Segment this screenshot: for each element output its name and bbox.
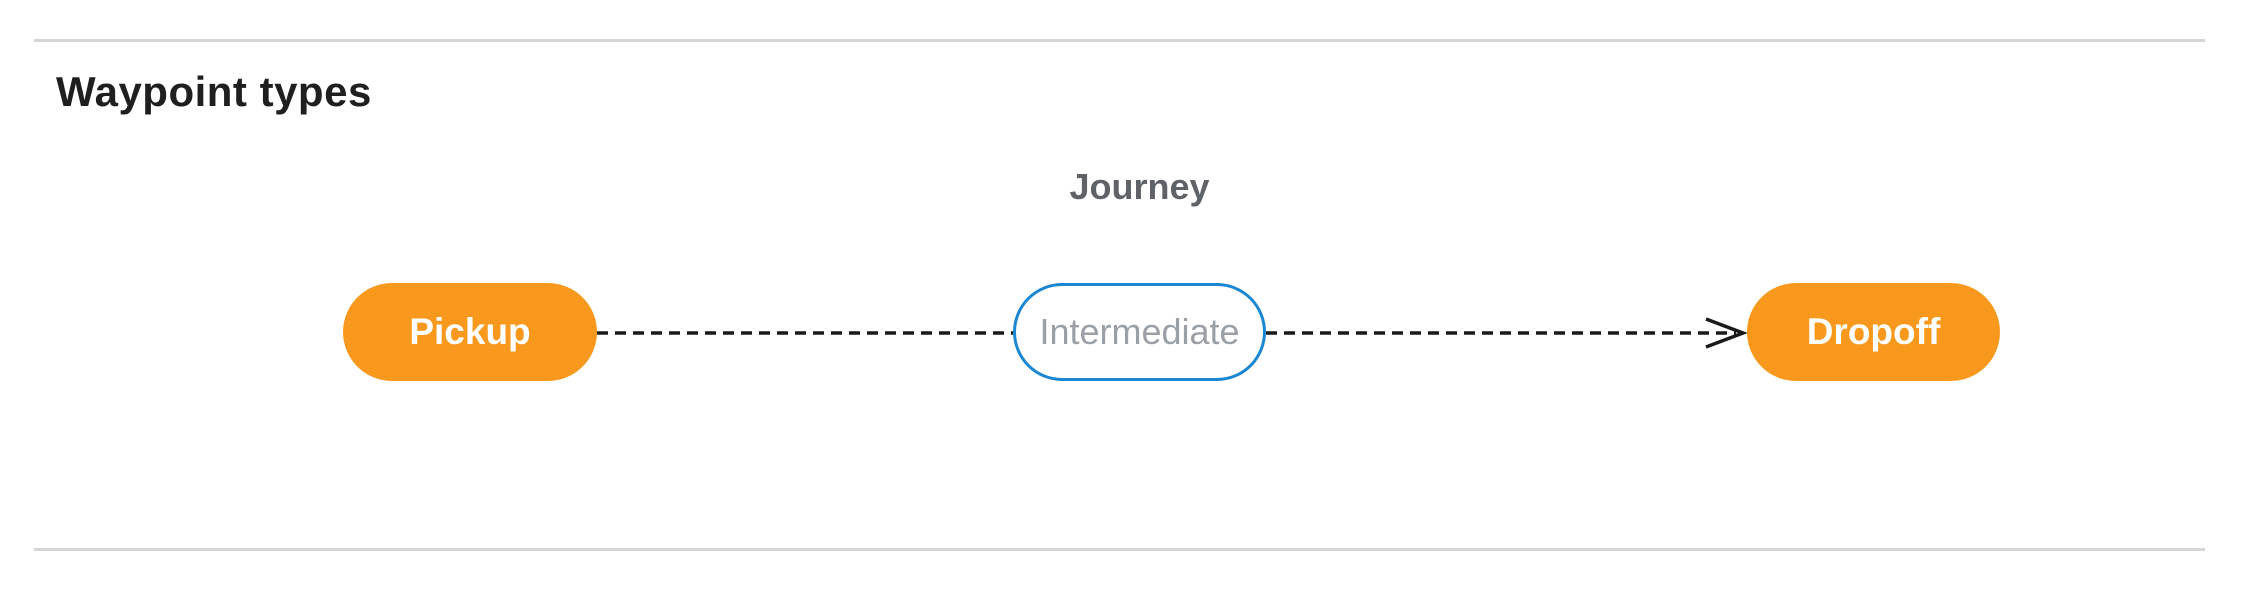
top-divider xyxy=(34,39,2205,42)
node-dropoff: Dropoff xyxy=(1747,283,2000,381)
node-intermediate: Intermediate xyxy=(1013,283,1266,381)
arrowhead-icon xyxy=(1705,317,1748,349)
node-pickup: Pickup xyxy=(343,283,597,381)
journey-label: Journey xyxy=(1069,166,1210,207)
section-title: Waypoint types xyxy=(56,68,372,115)
bottom-divider xyxy=(34,548,2205,551)
